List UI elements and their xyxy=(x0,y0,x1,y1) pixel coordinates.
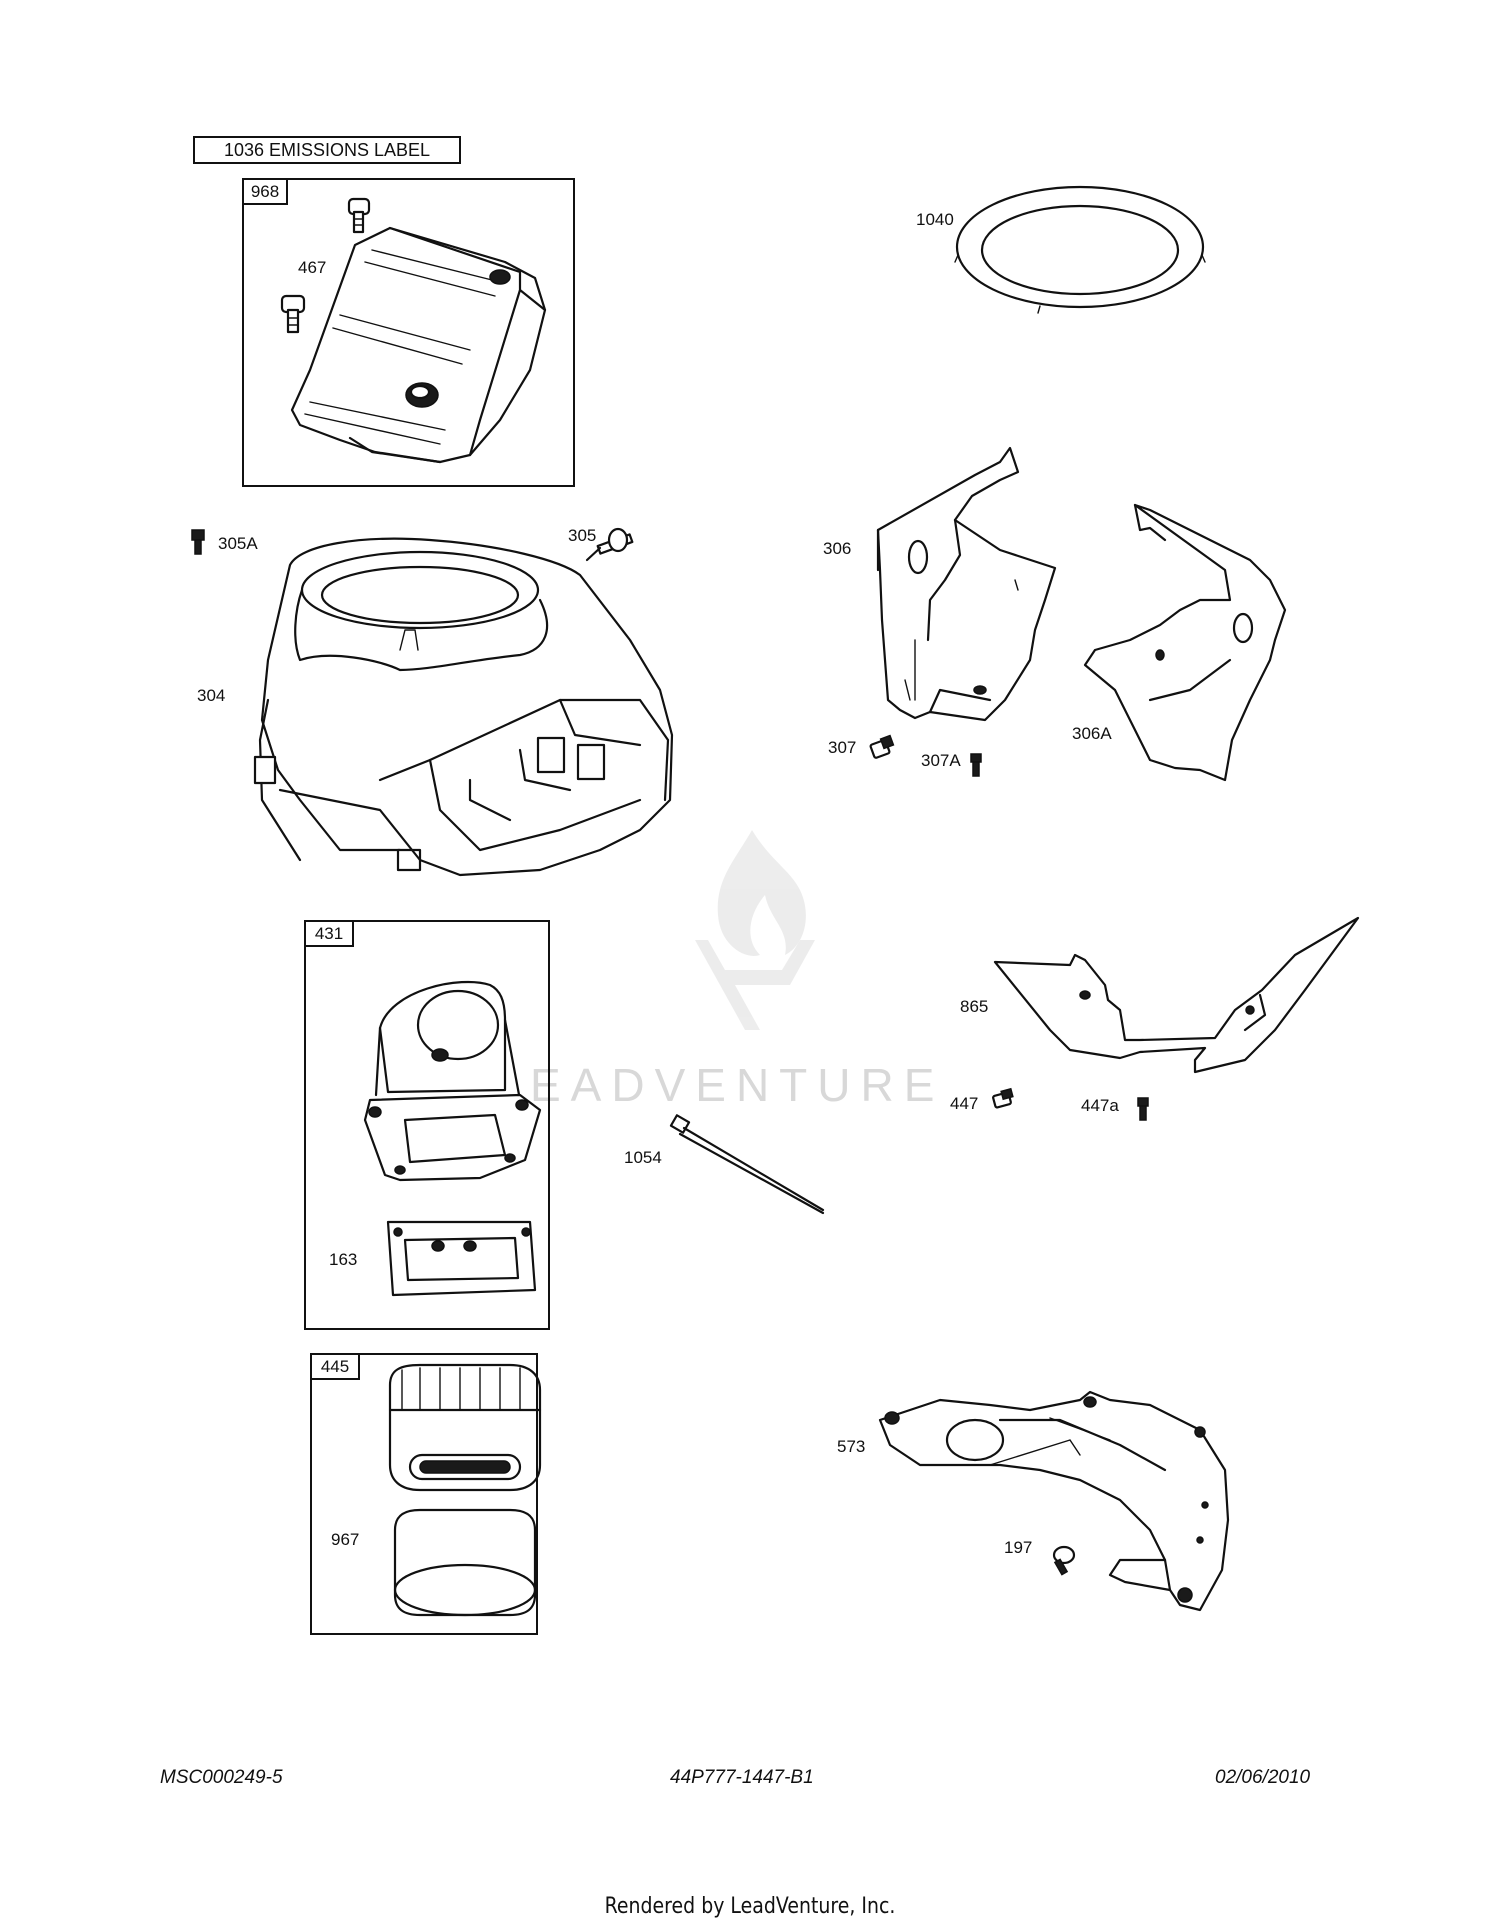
part-573-backplate xyxy=(878,1390,1230,1612)
label-304: 304 xyxy=(197,686,226,705)
label-1054: 1054 xyxy=(624,1148,662,1167)
part-467-knob-1 xyxy=(347,197,371,234)
part-306A-shroud xyxy=(1083,503,1287,782)
part-467-knob-2 xyxy=(280,294,306,334)
part-304-blower-housing xyxy=(253,537,674,877)
label-305: 305 xyxy=(568,526,597,545)
rendered-by-text: Rendered by LeadVenture, Inc. xyxy=(604,1894,896,1919)
label-467: 467 xyxy=(298,258,327,277)
label-307A: 307A xyxy=(921,751,961,770)
part-445-air-filter xyxy=(388,1363,542,1492)
emissions-label-box: 1036 EMISSIONS LABEL xyxy=(193,136,461,164)
part-306-shroud xyxy=(876,446,1057,722)
kit-box-968 xyxy=(242,178,575,487)
label-306: 306 xyxy=(823,539,852,558)
kit-tag-968: 968 xyxy=(242,178,288,205)
label-447a: 447a xyxy=(1081,1096,1119,1115)
part-431-air-cleaner-base xyxy=(363,980,542,1182)
label-447: 447 xyxy=(950,1094,979,1113)
part-307-bolt xyxy=(869,734,895,759)
label-865: 865 xyxy=(960,997,989,1016)
kit-tag-431: 431 xyxy=(304,920,354,947)
part-447-bolt xyxy=(992,1087,1014,1109)
label-1040: 1040 xyxy=(916,210,954,229)
part-968-cover xyxy=(290,226,547,464)
kit-box-431 xyxy=(304,920,550,1330)
part-305A-bolt xyxy=(191,529,205,555)
watermark-text: EADVENTURE xyxy=(530,1059,945,1111)
label-197: 197 xyxy=(1004,1538,1033,1557)
label-573: 573 xyxy=(837,1437,866,1456)
label-305A: 305A xyxy=(218,534,258,553)
part-163-gasket xyxy=(386,1220,537,1297)
part-305-pin xyxy=(585,527,634,562)
part-967-pre-cleaner xyxy=(393,1508,537,1617)
footer-doc-id: MSC000249-5 xyxy=(160,1767,283,1788)
part-307A-screw xyxy=(970,753,982,777)
label-163: 163 xyxy=(329,1250,358,1269)
kit-tag-445: 445 xyxy=(310,1353,360,1380)
footer-model-number: 44P777-1447-B1 xyxy=(670,1767,814,1788)
label-967: 967 xyxy=(331,1530,360,1549)
kit-box-445 xyxy=(310,1353,538,1635)
part-197-screw xyxy=(1052,1545,1076,1576)
part-447a-screw xyxy=(1137,1097,1149,1121)
label-306A: 306A xyxy=(1072,724,1112,743)
part-1040-ring xyxy=(954,185,1206,314)
footer-date: 02/06/2010 xyxy=(1215,1767,1311,1788)
watermark-logo xyxy=(695,830,815,1030)
label-307: 307 xyxy=(828,738,857,757)
part-865-baffle xyxy=(993,916,1360,1074)
part-1054-cable-tie xyxy=(669,1114,825,1215)
